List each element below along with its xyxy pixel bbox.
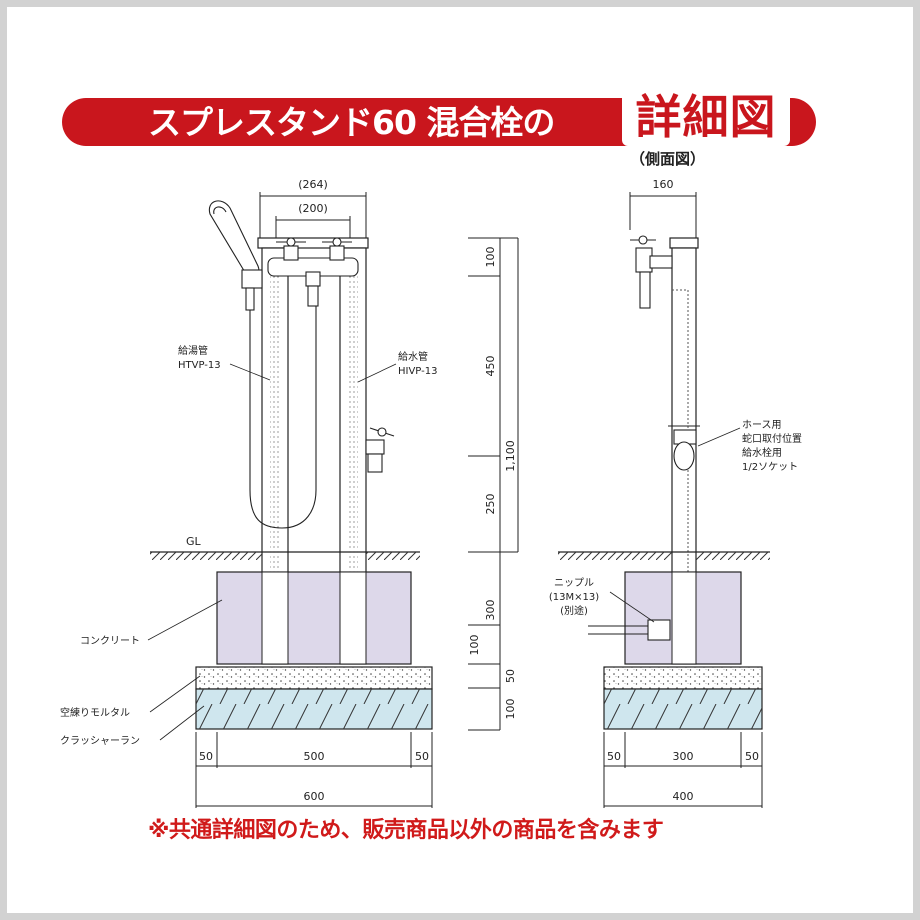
mixer-faucet-icon — [267, 237, 359, 307]
svg-text:(264): (264) — [298, 178, 328, 191]
svg-text:100: 100 — [484, 247, 497, 268]
ground-line: GL — [150, 535, 420, 560]
mortar-layer — [195, 666, 433, 690]
svg-text:50: 50 — [199, 750, 213, 763]
svg-text:ホース用: ホース用 — [742, 419, 782, 431]
vertical-dims: 100 450 1,100 250 300 100 50 100 — [468, 237, 519, 731]
svg-text:300: 300 — [484, 600, 497, 621]
svg-text:1/2ソケット: 1/2ソケット — [742, 461, 798, 473]
svg-text:500: 500 — [304, 750, 325, 763]
svg-text:50: 50 — [504, 669, 517, 683]
mortar-label: 空練りモルタル — [60, 675, 201, 719]
svg-text:GL: GL — [186, 535, 202, 548]
svg-text:1,100: 1,100 — [504, 440, 517, 472]
svg-text:50: 50 — [415, 750, 429, 763]
concrete-block — [216, 571, 412, 665]
crusher-label: クラッシャーラン — [60, 705, 205, 747]
title-emphasis: 詳細図 — [622, 88, 790, 146]
nipple-icon — [588, 619, 671, 641]
dim-160: 160 — [629, 178, 697, 238]
side-bottom-dims: 50 300 50 400 — [603, 732, 763, 808]
tap-icon — [365, 427, 395, 473]
svg-text:450: 450 — [484, 356, 497, 377]
side-view: 160 ホース用 蛇口取付位置 給水栓用 1/2ソケット — [549, 178, 802, 808]
svg-text:給水管: 給水管 — [398, 350, 428, 363]
svg-text:コンクリート: コンクリート — [80, 635, 140, 647]
svg-text:300: 300 — [673, 750, 694, 763]
svg-text:(200): (200) — [298, 202, 328, 215]
side-faucet-icon — [630, 235, 673, 309]
svg-text:160: 160 — [653, 178, 674, 191]
svg-text:600: 600 — [304, 790, 325, 803]
concrete-label: コンクリート — [80, 599, 223, 647]
side-mortar-layer — [603, 666, 763, 690]
svg-text:HIVP-13: HIVP-13 — [398, 366, 437, 377]
svg-text:(別途): (別途) — [560, 604, 588, 617]
title-text: スプレスタンド60 混合栓の — [148, 103, 555, 142]
hot-pipe-label: 給湯管 HTVP-13 — [178, 344, 271, 381]
svg-text:クラッシャーラン: クラッシャーラン — [60, 735, 140, 747]
svg-text:給湯管: 給湯管 — [178, 344, 208, 357]
svg-text:蛇口取付位置: 蛇口取付位置 — [742, 432, 802, 445]
svg-text:50: 50 — [607, 750, 621, 763]
svg-text:(13M×13): (13M×13) — [549, 592, 599, 603]
hose-tap-icon — [668, 425, 700, 471]
nipple-label: ニップル (13M×13) (別途) — [549, 577, 655, 623]
svg-text:400: 400 — [673, 790, 694, 803]
front-view: (264) (200) — [60, 178, 437, 808]
footnote: ※共通詳細図のため、販売商品以外の商品を含みます — [148, 818, 664, 843]
svg-text:給水栓用: 給水栓用 — [742, 446, 782, 459]
side-view-label: （側面図） — [630, 150, 706, 168]
cold-pipe-label: 給水管 HIVP-13 — [357, 350, 437, 383]
side-ground-line — [558, 551, 770, 560]
svg-text:HTVP-13: HTVP-13 — [178, 360, 221, 371]
svg-text:空練りモルタル: 空練りモルタル — [60, 706, 130, 719]
shower-head-icon — [208, 200, 317, 529]
svg-text:100: 100 — [468, 635, 481, 656]
svg-text:100: 100 — [504, 699, 517, 720]
front-bottom-dims: 50 500 50 600 — [195, 732, 433, 808]
svg-text:250: 250 — [484, 494, 497, 515]
dim-264: (264) — [259, 178, 367, 238]
svg-text:50: 50 — [745, 750, 759, 763]
dim-200: (200) — [275, 202, 351, 238]
svg-text:ニップル: ニップル — [554, 577, 594, 589]
hose-socket-label: ホース用 蛇口取付位置 給水栓用 1/2ソケット — [697, 419, 802, 473]
